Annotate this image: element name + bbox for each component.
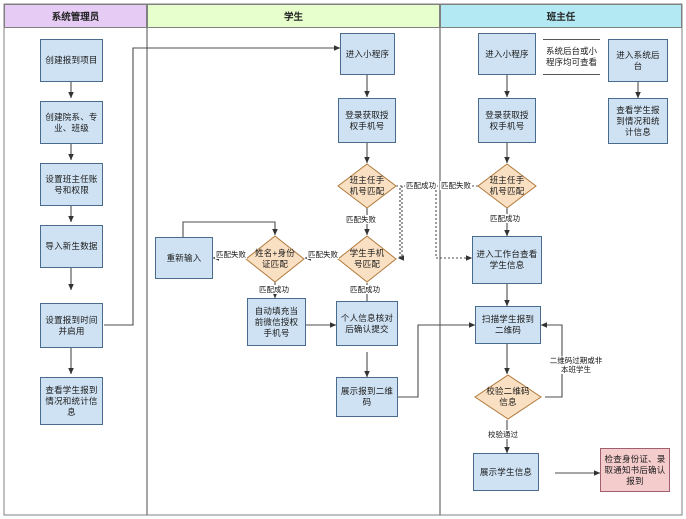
node-label: 进入系统后台 <box>616 49 660 71</box>
node-teacher-enter-miniprogram[interactable]: 进入小程序 <box>478 33 536 75</box>
node-label: 登录获取授权手机号 <box>485 109 529 131</box>
node-verify-qrcode[interactable]: 校验二维码信息 <box>474 374 542 420</box>
node-label: 设置报到时间并启用 <box>45 314 98 336</box>
note-backend-or-miniprogram: 系统后台或小程序均可查看 <box>543 39 600 75</box>
node-label: 进入小程序 <box>485 48 529 59</box>
node-label-wrap: 学生手机号匹配 <box>337 235 397 283</box>
lane-label: 班主任 <box>546 12 576 23</box>
node-label: 姓名+身份证匹配 <box>255 248 295 269</box>
node-reenter-input[interactable]: 重新输入 <box>155 237 213 279</box>
node-label-wrap: 班主任手机号匹配 <box>477 163 537 209</box>
node-teacher-phone-match[interactable]: 班主任手机号匹配 <box>477 163 537 209</box>
node-student-teacher-phone-match[interactable]: 班主任手机号匹配 <box>337 163 397 209</box>
diamond-shape <box>337 163 397 209</box>
node-confirm-checkin-documents[interactable]: 检查身份证、录取通知书后确认报到 <box>600 448 670 492</box>
edge-label-teacher-match-success: 匹配成功 <box>489 214 521 223</box>
edge-label-student-teacherphone-fail: 匹配失败 <box>345 215 377 224</box>
node-create-checkin-project[interactable]: 创建报到项目 <box>40 39 103 82</box>
node-show-checkin-qrcode[interactable]: 展示报到二维码 <box>336 377 398 417</box>
node-name-id-match[interactable]: 姓名+身份证匹配 <box>245 235 305 283</box>
lane-label: 系统管理员 <box>51 12 100 23</box>
node-label: 创建报到项目 <box>45 55 98 65</box>
node-enter-workbench[interactable]: 进入工作台查看学生信息 <box>472 236 542 284</box>
lane-label: 学生 <box>283 12 303 23</box>
node-label: 扫描学生报到二维码 <box>481 314 535 335</box>
node-label: 检查身份证、录取通知书后确认报到 <box>604 453 666 486</box>
edge-label-studentphone-success: 匹配成功 <box>349 285 381 294</box>
node-label: 学生手机号匹配 <box>349 248 385 269</box>
diamond-shape <box>477 163 537 209</box>
node-label: 展示学生信息 <box>479 466 533 477</box>
edge-label-nameid-fail: 匹配失败 <box>215 250 247 259</box>
node-label: 进入小程序 <box>345 48 390 59</box>
node-label: 自动填充当前微信授权手机号 <box>254 305 299 338</box>
lane-header-teacher: 班主任 <box>440 4 682 28</box>
node-label-wrap: 班主任手机号匹配 <box>337 163 397 209</box>
node-teacher-view-statistics[interactable]: 查看学生报到情况和统计信息 <box>608 98 668 144</box>
node-autofill-wechat-phone[interactable]: 自动填充当前微信授权手机号 <box>247 298 306 346</box>
note-label: 系统后台或小程序均可查看 <box>545 46 597 67</box>
node-label-wrap: 姓名+身份证匹配 <box>245 235 305 283</box>
edge-label-studentphone-fail: 匹配失败 <box>307 250 339 259</box>
node-enter-backend-system[interactable]: 进入系统后台 <box>608 39 668 82</box>
node-student-enter-miniprogram[interactable]: 进入小程序 <box>340 33 395 75</box>
node-label: 校验二维码信息 <box>486 386 530 407</box>
node-student-phone-match[interactable]: 学生手机号匹配 <box>337 235 397 283</box>
node-label: 设置班主任账号和权限 <box>45 173 98 195</box>
node-label: 查看学生报到情况和统计信息 <box>45 384 98 417</box>
lane-header-student: 学生 <box>147 4 440 28</box>
node-label: 进入工作台查看学生信息 <box>476 249 538 270</box>
node-set-checkin-time[interactable]: 设置报到时间并启用 <box>40 303 103 348</box>
node-label: 班主任手机号匹配 <box>489 175 525 196</box>
node-scan-student-qrcode[interactable]: 扫描学生报到二维码 <box>475 306 541 344</box>
node-label-wrap: 校验二维码信息 <box>474 374 542 420</box>
node-confirm-personal-info[interactable]: 个人信息核对后确认提交 <box>336 301 398 346</box>
node-label: 展示报到二维码 <box>340 386 394 407</box>
node-teacher-login-phone[interactable]: 登录获取授权手机号 <box>478 98 536 143</box>
node-label: 创建院系、专业、班级 <box>45 111 98 133</box>
node-label: 导入新生数据 <box>45 241 98 251</box>
edge-label-qrcode-invalid: 二维码过期或非本班学生 <box>548 356 604 374</box>
edge-label-teacherphone-success: 匹配成功 <box>405 181 437 190</box>
node-admin-view-statistics[interactable]: 查看学生报到情况和统计信息 <box>40 377 103 425</box>
node-label: 个人信息核对后确认提交 <box>340 312 394 334</box>
edge-label-teacher-teacherphone-fail: 匹配失败 <box>440 181 472 190</box>
edge-label-nameid-success: 匹配成功 <box>258 285 290 294</box>
diamond-shape <box>245 235 305 283</box>
node-label: 重新输入 <box>166 252 202 263</box>
node-set-teacher-accounts[interactable]: 设置班主任账号和权限 <box>40 163 103 206</box>
node-label: 查看学生报到情况和统计信息 <box>616 104 660 137</box>
edge-label-verify-pass: 校验通过 <box>487 430 519 439</box>
node-import-student-data[interactable]: 导入新生数据 <box>40 225 103 268</box>
node-show-student-info[interactable]: 展示学生信息 <box>473 453 539 491</box>
node-create-departments[interactable]: 创建院系、专业、班级 <box>40 101 103 144</box>
lane-header-admin: 系统管理员 <box>4 4 147 28</box>
node-label: 班主任手机号匹配 <box>349 175 385 196</box>
node-label: 登录获取授权手机号 <box>345 109 389 131</box>
node-student-login-phone[interactable]: 登录获取授权手机号 <box>338 98 396 143</box>
diamond-shape <box>474 374 542 420</box>
diamond-shape <box>337 235 397 283</box>
